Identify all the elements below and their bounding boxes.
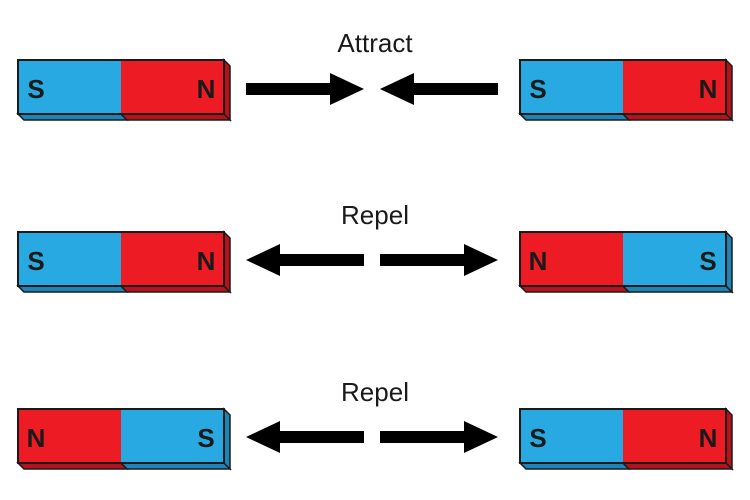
south-pole-label: S xyxy=(197,423,214,453)
row-label: Attract xyxy=(337,28,413,58)
south-pole xyxy=(623,232,726,286)
magnet-outline xyxy=(17,408,225,464)
north-pole xyxy=(520,232,623,286)
magnet-outline xyxy=(519,408,727,464)
south-pole xyxy=(18,232,121,286)
magnet-outline xyxy=(17,231,225,287)
north-pole xyxy=(18,409,121,463)
magnet-outline xyxy=(17,59,225,115)
magnet-outline xyxy=(519,231,727,287)
north-pole-label: N xyxy=(27,423,46,453)
arrow-right-icon xyxy=(246,73,364,105)
north-pole-label: N xyxy=(197,74,216,104)
row-label: Repel xyxy=(341,200,409,230)
south-pole xyxy=(520,60,623,114)
south-pole-label: S xyxy=(27,246,44,276)
south-pole-label: S xyxy=(27,74,44,104)
south-pole-label: S xyxy=(529,74,546,104)
north-pole xyxy=(121,60,224,114)
arrow-left-icon xyxy=(380,73,498,105)
south-pole xyxy=(121,409,224,463)
arrow-right xyxy=(380,421,498,453)
row-label: Repel xyxy=(341,377,409,407)
arrow-left xyxy=(380,73,498,105)
arrow-right-icon xyxy=(380,421,498,453)
north-pole-label: N xyxy=(197,246,216,276)
south-pole xyxy=(18,60,121,114)
north-pole xyxy=(623,60,726,114)
arrow-left-icon xyxy=(246,244,364,276)
north-pole-label: N xyxy=(699,423,718,453)
arrow-right-icon xyxy=(380,244,498,276)
south-pole-label: S xyxy=(529,423,546,453)
north-pole xyxy=(623,409,726,463)
north-pole-label: N xyxy=(529,246,548,276)
north-pole-label: N xyxy=(699,74,718,104)
arrow-right xyxy=(246,73,364,105)
north-pole xyxy=(121,232,224,286)
magnet-outline xyxy=(519,59,727,115)
arrow-left xyxy=(246,244,364,276)
south-pole-label: S xyxy=(699,246,716,276)
south-pole xyxy=(520,409,623,463)
arrow-right xyxy=(380,244,498,276)
arrow-left xyxy=(246,421,364,453)
arrow-left-icon xyxy=(246,421,364,453)
